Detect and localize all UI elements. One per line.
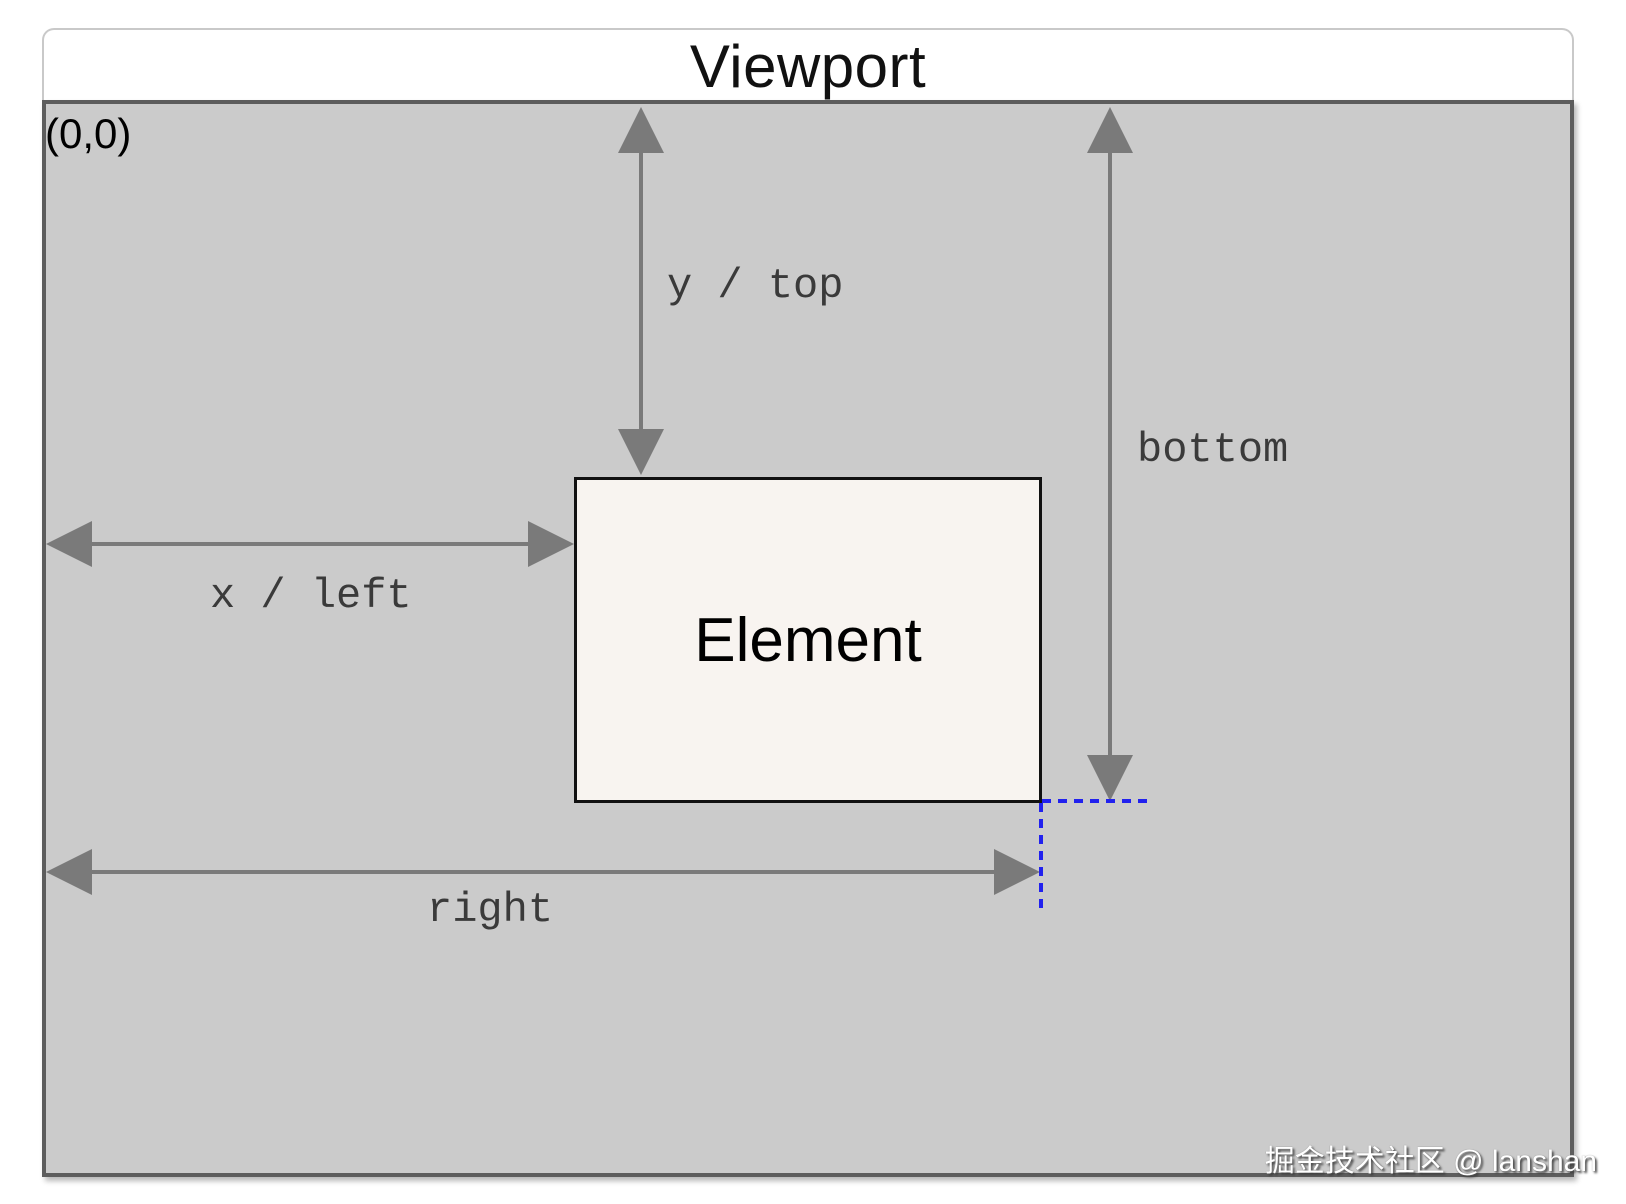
arrow-right-head-icon xyxy=(994,849,1040,895)
arrow-left-head-icon xyxy=(46,521,92,567)
guide-dash-vertical xyxy=(1039,803,1043,911)
arrow-shaft xyxy=(1108,149,1112,759)
right-label: right xyxy=(427,886,554,934)
element-box: Element xyxy=(574,477,1042,803)
right-arrow xyxy=(46,849,1040,895)
viewport-header: Viewport xyxy=(42,28,1574,103)
x-left-label: x / left xyxy=(210,572,412,620)
y-top-arrow xyxy=(618,107,664,475)
arrow-right-head-icon xyxy=(528,521,574,567)
arrow-up-head-icon xyxy=(1087,107,1133,153)
x-left-arrow xyxy=(46,521,574,567)
arrow-shaft xyxy=(88,542,532,546)
element-label: Element xyxy=(694,605,922,675)
arrow-left-head-icon xyxy=(46,849,92,895)
arrow-up-head-icon xyxy=(618,107,664,153)
arrow-shaft xyxy=(639,149,643,433)
origin-coordinate-label: (0,0) xyxy=(45,110,132,157)
viewport-title: Viewport xyxy=(689,32,927,100)
watermark: 掘金技术社区 @ lanshan xyxy=(1264,1145,1597,1178)
y-top-label: y / top xyxy=(667,262,844,310)
arrow-down-head-icon xyxy=(618,429,664,475)
arrow-down-head-icon xyxy=(1087,755,1133,801)
arrow-shaft xyxy=(88,870,998,874)
bottom-arrow xyxy=(1087,107,1133,801)
guide-dash-horizontal xyxy=(1042,799,1150,803)
bottom-label: bottom xyxy=(1137,426,1289,474)
